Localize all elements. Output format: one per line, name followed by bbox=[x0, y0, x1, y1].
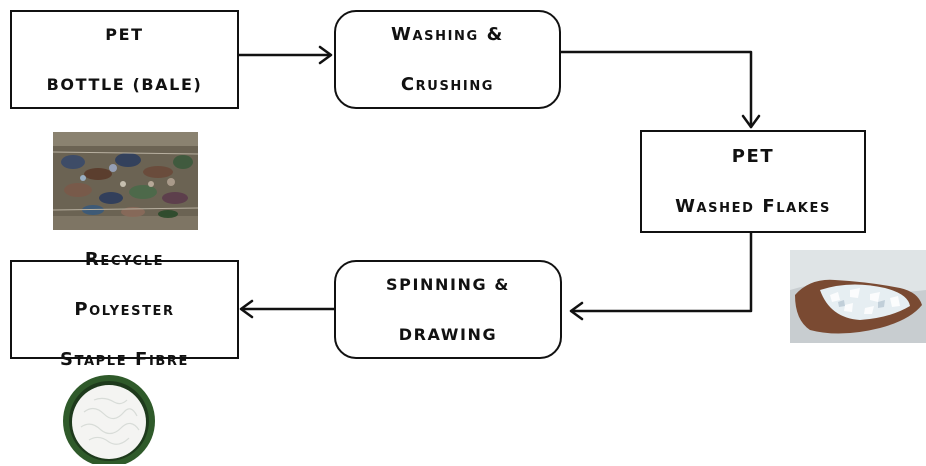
flakes-label-line2: Washed Flakes bbox=[675, 196, 831, 217]
fibre-label-line1: Recycle bbox=[84, 249, 165, 270]
bale-photo bbox=[53, 132, 198, 230]
arrow-washing-to-flakes bbox=[558, 50, 753, 129]
pet-bottle-label-line1: PET bbox=[105, 25, 144, 44]
pet-bottle-label-line2: BOTTLE (BALE) bbox=[46, 75, 203, 94]
washing-label-line2: Crushing bbox=[400, 74, 495, 95]
node-pet-bottle-bale: PET BOTTLE (BALE) bbox=[10, 10, 239, 109]
node-washing-crushing: Washing & Crushing bbox=[334, 10, 561, 109]
node-recycle-polyester-staple-fibre: Recycle Polyester Staple Fibre bbox=[10, 249, 239, 370]
fibre-label-line3: Staple Fibre bbox=[60, 349, 189, 370]
fibre-label-line2: Polyester bbox=[74, 299, 175, 320]
fibre-photo bbox=[59, 372, 159, 464]
spinning-label-line2: DRAWING bbox=[398, 325, 498, 344]
flakes-photo bbox=[790, 250, 926, 343]
flakes-label-line1: PET bbox=[731, 146, 775, 167]
node-spinning-drawing: SPINNING & DRAWING bbox=[334, 260, 562, 359]
arrow-flakes-to-spinning bbox=[570, 231, 753, 313]
node-pet-washed-flakes: PET Washed Flakes bbox=[640, 130, 866, 233]
spinning-label-line1: SPINNING & bbox=[386, 275, 510, 294]
washing-label-line1: Washing & bbox=[391, 24, 504, 45]
